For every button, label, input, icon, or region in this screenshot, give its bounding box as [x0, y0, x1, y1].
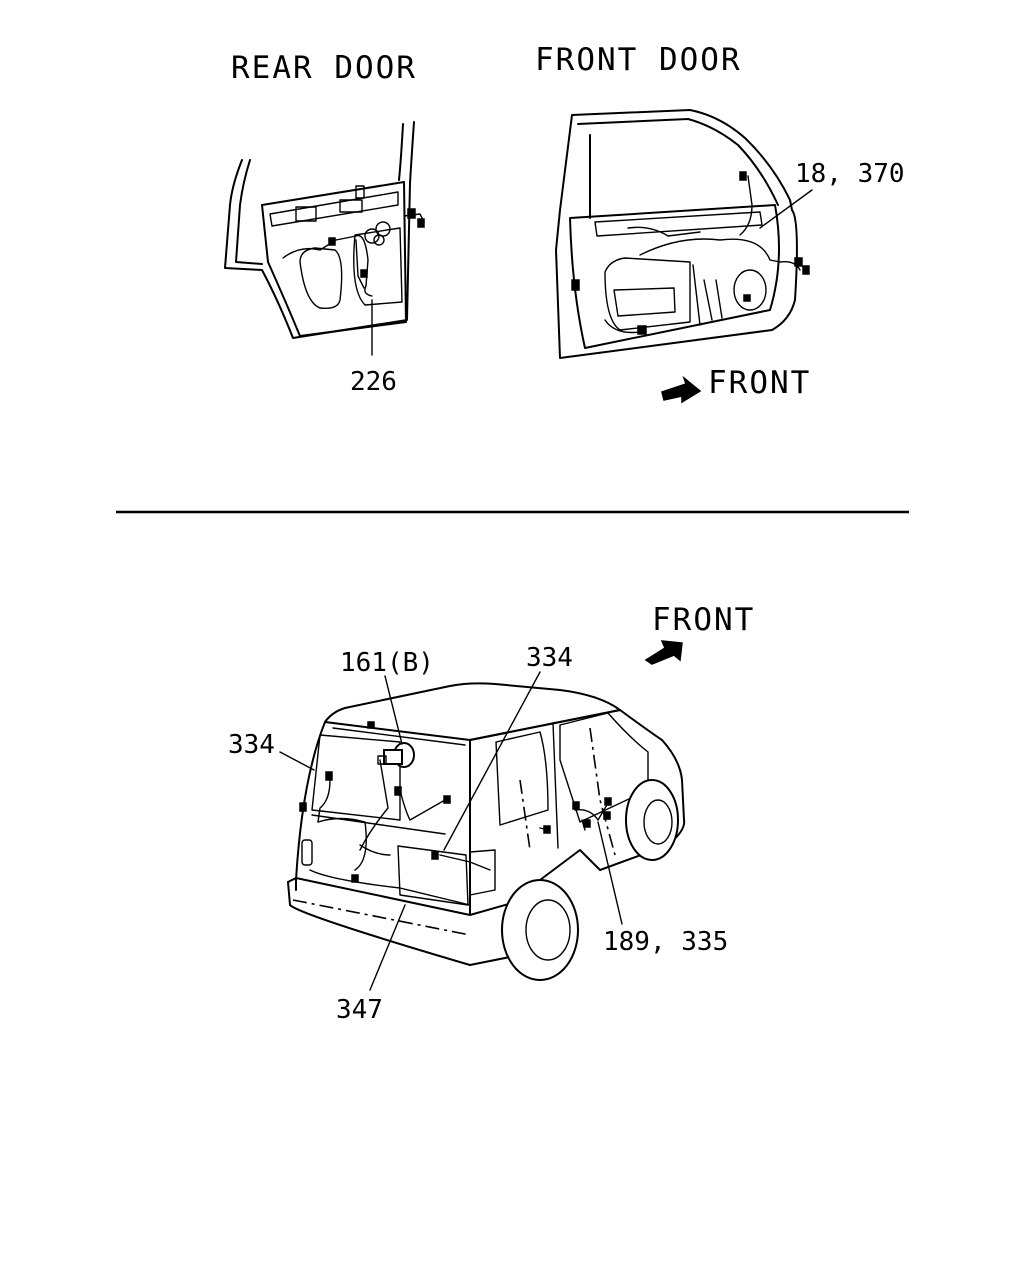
front-door-illustration — [555, 109, 813, 404]
callout-226: 226 — [350, 367, 397, 397]
front-direction-label-top: FRONT — [708, 365, 811, 401]
callout-334-left: 334 — [228, 730, 275, 760]
front-direction-label-bottom: FRONT — [652, 602, 755, 638]
rear-door-illustration — [224, 121, 425, 356]
vehicle-illustration — [279, 640, 686, 991]
rear-door-title: REAR DOOR — [231, 50, 417, 86]
callout-334-top: 334 — [526, 643, 573, 673]
callout-161b: 161(B) — [340, 648, 434, 678]
callout-18-370: 18, 370 — [795, 159, 905, 189]
front-door-title: FRONT DOOR — [535, 42, 742, 78]
callout-347: 347 — [336, 995, 383, 1025]
callout-189-335: 189, 335 — [603, 927, 728, 957]
